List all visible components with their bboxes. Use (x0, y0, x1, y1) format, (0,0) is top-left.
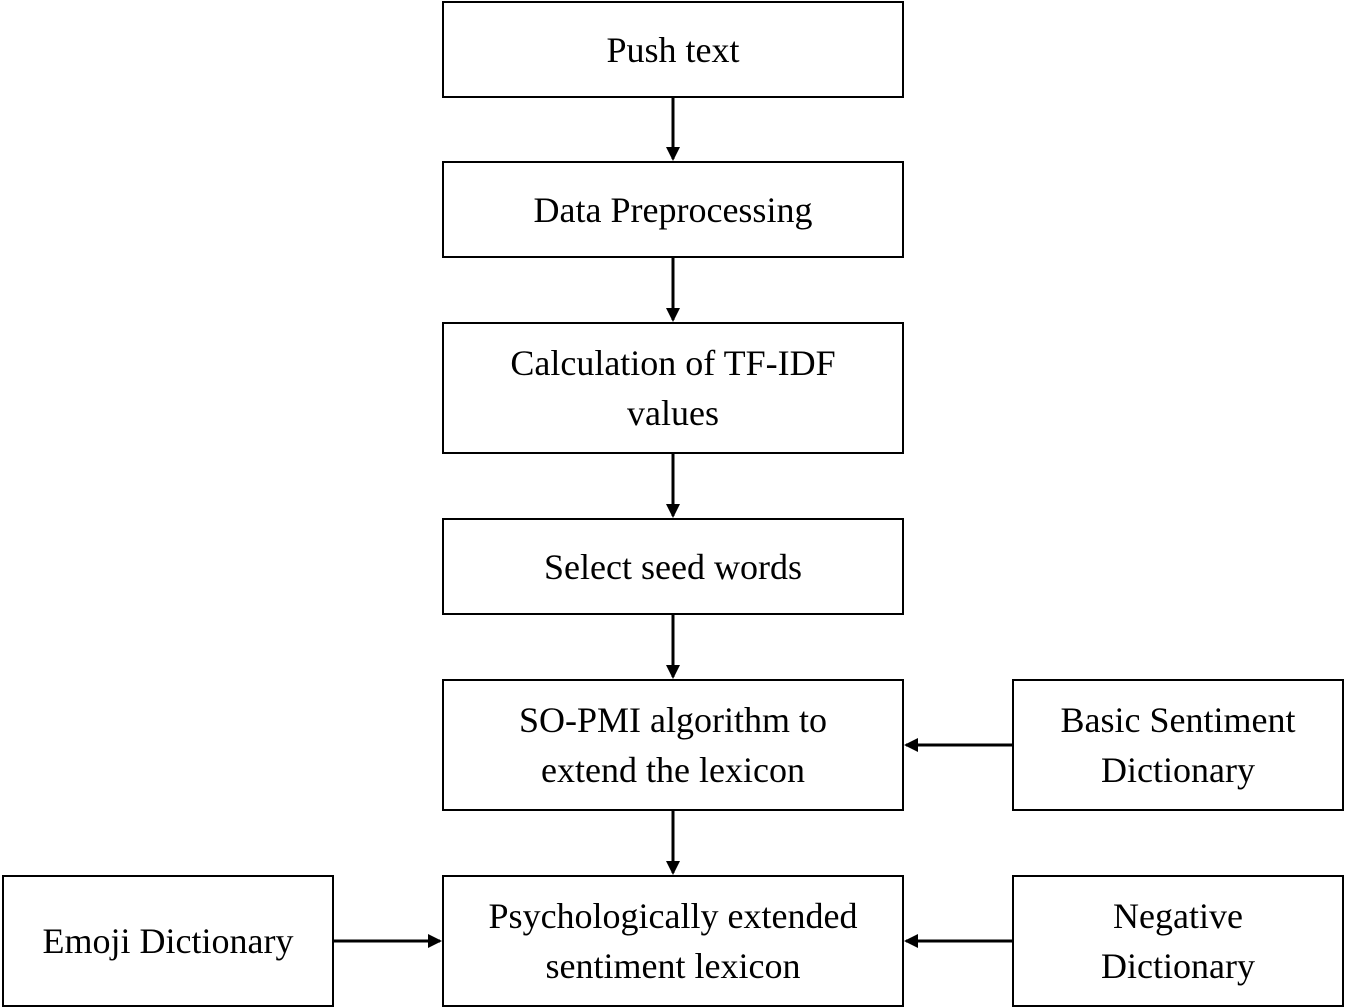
node-basic-sentiment-dictionary-label: Basic Sentiment Dictionary (1060, 700, 1296, 790)
node-negative-dictionary-label: Negative Dictionary (1101, 896, 1255, 986)
node-so-pmi-algorithm-label: SO-PMI algorithm to extend the lexicon (518, 700, 827, 790)
node-select-seed-words: Select seed words (442, 518, 904, 615)
node-push-text-label: Push text (606, 29, 740, 70)
node-select-seed-words-label: Select seed words (544, 546, 802, 587)
node-data-preprocessing-label: Data Preprocessing (533, 189, 813, 230)
node-psychological-lexicon-label: Psychologically extended sentiment lexic… (488, 896, 858, 986)
node-push-text: Push text (442, 1, 904, 98)
node-emoji-dictionary: Emoji Dictionary (2, 875, 334, 1007)
node-basic-sentiment-dictionary: Basic Sentiment Dictionary (1012, 679, 1344, 811)
node-tfidf-calculation: Calculation of TF-IDF values (442, 322, 904, 454)
node-so-pmi-algorithm: SO-PMI algorithm to extend the lexicon (442, 679, 904, 811)
node-tfidf-calculation-label: Calculation of TF-IDF values (510, 343, 836, 433)
node-emoji-dictionary-label: Emoji Dictionary (42, 921, 294, 961)
node-negative-dictionary: Negative Dictionary (1012, 875, 1344, 1007)
node-data-preprocessing: Data Preprocessing (442, 161, 904, 258)
node-psychological-lexicon: Psychologically extended sentiment lexic… (442, 875, 904, 1007)
